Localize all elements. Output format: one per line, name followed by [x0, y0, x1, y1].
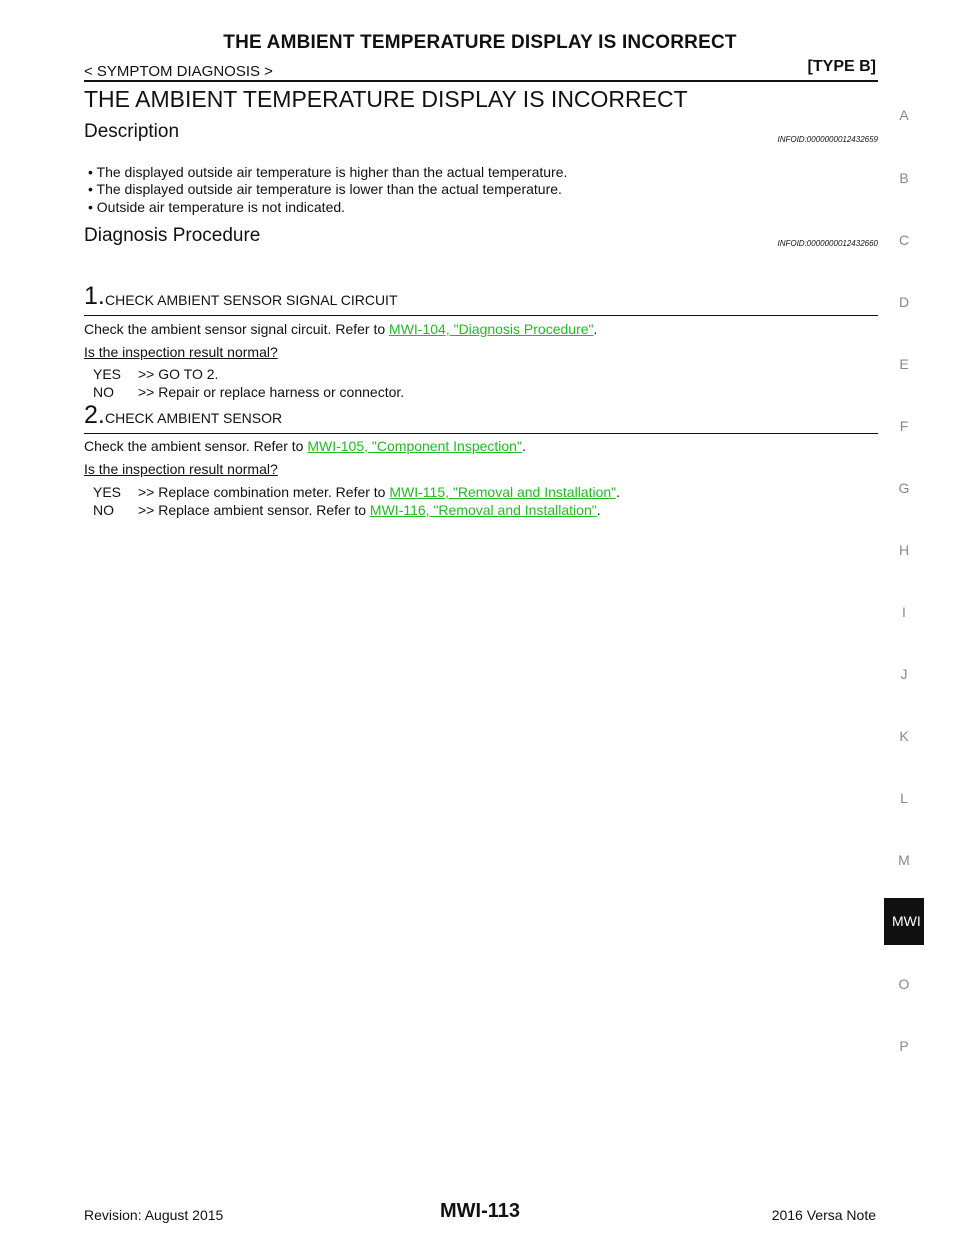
side-index-g[interactable]: G: [898, 480, 910, 496]
step-instruction: Check the ambient sensor. Refer to MWI-1…: [84, 438, 526, 454]
model-name: 2016 Versa Note: [771, 1207, 876, 1223]
bullet-text: The displayed outside air temperature is…: [96, 181, 562, 197]
side-index-f[interactable]: F: [899, 418, 909, 434]
description-info-id: INFOID:0000000012432659: [777, 135, 878, 144]
side-index-m[interactable]: M: [898, 852, 910, 868]
step-number: 1.: [84, 282, 105, 310]
side-index-active-tab[interactable]: MWI: [884, 898, 924, 945]
bullet-text: The displayed outside air temperature is…: [96, 164, 568, 180]
answer-key: NO: [93, 502, 114, 518]
side-index-o[interactable]: O: [898, 976, 910, 992]
instruction-end: .: [521, 438, 526, 454]
side-index-d[interactable]: D: [898, 294, 910, 310]
answer-end: .: [596, 502, 601, 518]
diagnosis-heading: Diagnosis Procedure: [84, 225, 261, 246]
diagnosis-info-id: INFOID:0000000012432660: [777, 239, 878, 248]
answer-no: NO >> Repair or replace harness or connec…: [93, 384, 404, 400]
instruction-text: Check the ambient sensor. Refer to: [84, 438, 308, 454]
side-index-c[interactable]: C: [898, 232, 910, 248]
answer-text: >> Repair or replace harness or connecto…: [138, 384, 405, 400]
reference-link[interactable]: MWI-116, "Removal and Installation": [369, 502, 597, 518]
step-instruction: Check the ambient sensor signal circuit.…: [84, 321, 597, 337]
side-index-a[interactable]: A: [899, 107, 909, 123]
description-bullet: • The displayed outside air temperature …: [88, 164, 568, 180]
side-index-e[interactable]: E: [899, 356, 909, 372]
description-heading: Description: [84, 121, 180, 142]
answer-text: >> Replace combination meter. Refer to: [138, 484, 390, 500]
instruction-end: .: [593, 321, 598, 337]
description-bullet: • The displayed outside air temperature …: [88, 181, 562, 197]
inspection-question: Is the inspection result normal?: [84, 461, 278, 477]
type-label: [TYPE B]: [807, 58, 876, 75]
answer-text: >> GO TO 2.: [138, 366, 219, 382]
step-rule: [84, 433, 878, 434]
step-number: 2.: [84, 401, 105, 429]
reference-link[interactable]: MWI-104, "Diagnosis Procedure": [389, 321, 594, 337]
step-title: CHECK AMBIENT SENSOR SIGNAL CIRCUIT: [105, 292, 398, 308]
inspection-question: Is the inspection result normal?: [84, 344, 278, 360]
side-index-l[interactable]: L: [900, 790, 908, 806]
side-index-k[interactable]: K: [899, 728, 909, 744]
answer-key: YES: [93, 484, 122, 500]
running-title: THE AMBIENT TEMPERATURE DISPLAY IS INCOR…: [223, 32, 737, 53]
instruction-text: Check the ambient sensor signal circuit.…: [84, 321, 390, 337]
step-title: CHECK AMBIENT SENSOR: [105, 410, 283, 426]
answer-yes: YES >> GO TO 2.: [93, 366, 218, 382]
side-index-h[interactable]: H: [898, 542, 910, 558]
breadcrumb: < SYMPTOM DIAGNOSIS >: [84, 63, 273, 80]
reference-link[interactable]: MWI-105, "Component Inspection": [307, 438, 522, 454]
page-title: THE AMBIENT TEMPERATURE DISPLAY IS INCOR…: [84, 86, 688, 112]
description-bullet: • Outside air temperature is not indicat…: [88, 199, 346, 215]
answer-yes: YES >> Replace combination meter. Refer t…: [93, 484, 620, 500]
side-index-i[interactable]: I: [902, 604, 906, 620]
reference-link[interactable]: MWI-115, "Removal and Installation": [389, 484, 617, 500]
answer-no: NO >> Replace ambient sensor. Refer to MW…: [93, 502, 601, 518]
bullet-text: Outside air temperature is not indicated…: [96, 199, 346, 215]
header-rule: [84, 80, 878, 82]
answer-end: .: [616, 484, 621, 500]
revision-date: Revision: August 2015: [84, 1207, 224, 1223]
answer-text: >> Replace ambient sensor. Refer to: [138, 502, 370, 518]
page-number: MWI-113: [439, 1200, 521, 1222]
side-index-b[interactable]: B: [899, 170, 909, 186]
answer-key: YES: [93, 366, 122, 382]
side-index-j[interactable]: J: [900, 666, 908, 682]
answer-key: NO: [93, 384, 114, 400]
side-index-p[interactable]: P: [899, 1038, 909, 1054]
step-rule: [84, 315, 878, 316]
